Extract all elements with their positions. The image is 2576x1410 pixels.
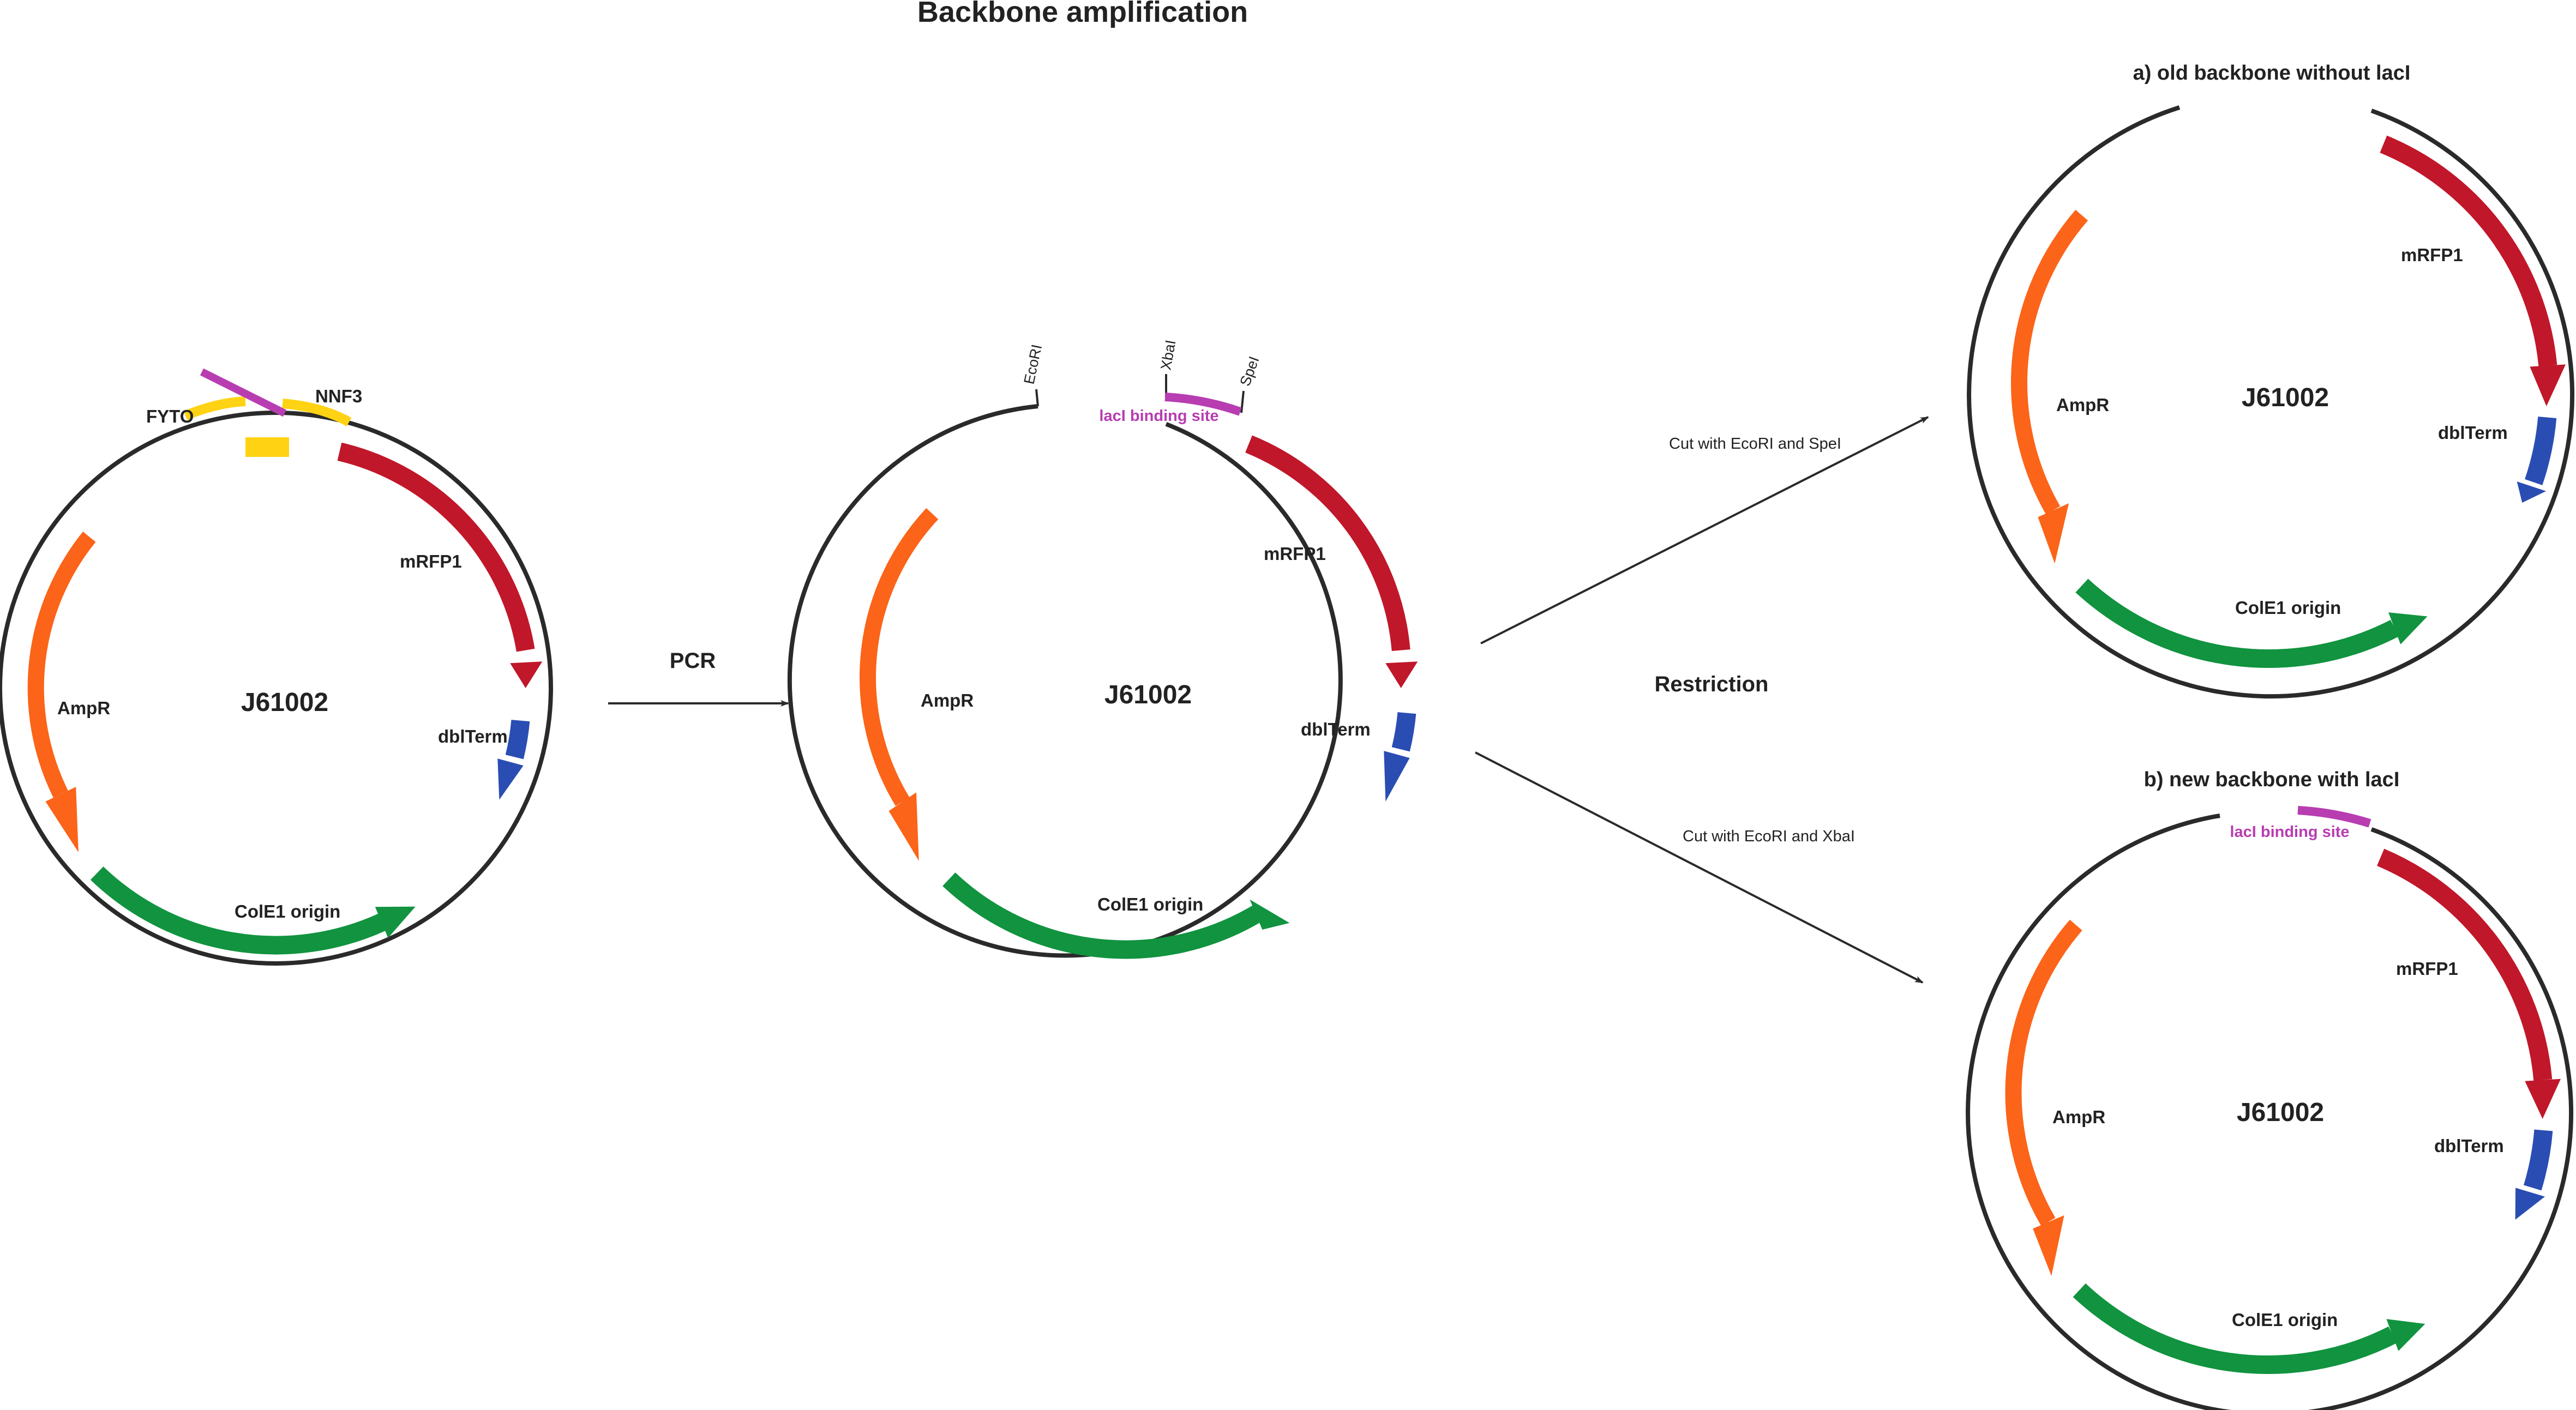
cole1-label: ColE1 origin	[2235, 598, 2341, 618]
ampr-arrowhead	[2038, 503, 2069, 564]
lacI-binding-site	[2297, 806, 2371, 828]
plasmid-original: FYTO NNF3 J61002 mRFP1 dblTerm ColE1 ori…	[0, 368, 553, 966]
dblterm-arrowhead	[1384, 751, 1410, 802]
lacI-site-label: lacI binding site	[1099, 407, 1218, 425]
dblterm-arrowhead	[497, 758, 524, 800]
cole1-label: ColE1 origin	[235, 901, 340, 921]
diagram-title: Backbone amplification	[917, 0, 1248, 28]
cole1-arrowhead	[2388, 612, 2428, 644]
plasmid-amplified: EcoRI XbaI SpeI lacI binding site J61002…	[787, 339, 1418, 959]
gene-arrows	[27, 442, 543, 955]
primers	[183, 368, 352, 457]
plasmid-name: J61002	[1104, 680, 1192, 709]
plasmid-old-backbone: a) old backbone without lacI J61002 mRFP…	[1967, 62, 2575, 699]
heading-old-backbone: a) old backbone without lacI	[2133, 62, 2411, 85]
ampr-arrow	[860, 508, 939, 806]
pcr-label: PCR	[670, 649, 716, 673]
arrow-to-a	[1480, 416, 1929, 644]
plasmid-new-backbone: b) new backbone with lacI lacI binding s…	[1966, 768, 2574, 1410]
primer-nnf3	[282, 399, 352, 426]
cole1-arrow	[2075, 579, 2399, 668]
primer-nnf3-label: NNF3	[315, 386, 362, 406]
gene-arrows	[860, 435, 1418, 959]
dblterm-label: dblTerm	[2434, 1136, 2504, 1156]
mrfp1-label: mRFP1	[1264, 544, 1326, 564]
cole1-arrow	[942, 872, 1262, 959]
lacI-site-label: lacI binding site	[2230, 823, 2349, 841]
lacI-binding-site	[1164, 393, 1242, 416]
cole1-arrowhead	[375, 906, 416, 938]
cole1-arrow	[90, 866, 387, 955]
ampr-arrow	[2011, 209, 2088, 515]
plasmid-name: J61002	[241, 688, 328, 717]
mrfp1-arrowhead	[1385, 661, 1418, 688]
ampr-label: AmpR	[921, 690, 974, 710]
spei-label: SpeI	[1236, 354, 1262, 388]
ampr-arrowhead	[45, 787, 79, 852]
lacI-overhang	[200, 368, 287, 417]
dblterm-label: dblTerm	[438, 726, 508, 746]
plasmid-ring-open	[1967, 105, 2575, 699]
cut-xbai-label: Cut with EcoRI and XbaI	[1683, 828, 1855, 845]
plasmid-name: J61002	[2237, 1098, 2324, 1127]
cole1-arrowhead	[2386, 1319, 2425, 1351]
pcr-step: PCR	[608, 649, 789, 707]
mrfp1-arrow	[1245, 435, 1410, 652]
dblterm-arrow	[1391, 712, 1416, 752]
dblterm-arrow	[2523, 1129, 2553, 1191]
restriction-step: Cut with EcoRI and SpeI Restriction Cut …	[1475, 416, 1929, 984]
cut-spei-label: Cut with EcoRI and SpeI	[1669, 435, 1841, 453]
ampr-label: AmpR	[2052, 1107, 2105, 1127]
arrow-to-b	[1475, 751, 1924, 984]
ampr-arrowhead	[888, 792, 919, 861]
primer-fyto-label: FYTO	[146, 406, 194, 426]
ampr-arrow	[2005, 919, 2082, 1226]
mrfp1-arrowhead	[2525, 1078, 2561, 1119]
plasmid-ring-open	[1966, 814, 2574, 1410]
plasmid-ring-open	[787, 404, 1343, 958]
mrfp1-arrowhead	[510, 661, 543, 688]
mrfp1-arrowhead	[2530, 364, 2566, 406]
primer-annealed	[245, 437, 289, 457]
ecori-label: EcoRI	[1021, 343, 1046, 385]
ampr-label: AmpR	[2056, 395, 2109, 415]
mrfp1-label: mRFP1	[2401, 245, 2463, 265]
dblterm-arrow	[2525, 416, 2557, 485]
gene-arrows	[2011, 135, 2566, 668]
restriction-label: Restriction	[1655, 672, 1769, 696]
dblterm-arrow	[505, 719, 530, 760]
ampr-arrowhead	[2033, 1215, 2064, 1276]
plasmid-name: J61002	[2242, 383, 2329, 412]
cole1-arrowhead	[1250, 899, 1290, 930]
cole1-arrow	[2073, 1283, 2397, 1374]
mrfp1-label: mRFP1	[2396, 959, 2458, 979]
dblterm-label: dblTerm	[1301, 719, 1371, 739]
mrfp1-arrow	[2377, 848, 2553, 1081]
dblterm-arrowhead	[2515, 1188, 2545, 1220]
ecori-tick	[1035, 389, 1039, 407]
mrfp1-label: mRFP1	[400, 551, 462, 571]
ampr-arrow	[27, 532, 96, 798]
mrfp1-arrow	[2380, 135, 2557, 367]
heading-new-backbone: b) new backbone with lacI	[2144, 768, 2400, 791]
mrfp1-arrow	[337, 442, 535, 652]
dblterm-label: dblTerm	[2438, 423, 2508, 443]
primer-fyto	[183, 396, 246, 420]
ampr-label: AmpR	[57, 698, 110, 718]
cole1-label: ColE1 origin	[1097, 894, 1203, 914]
dblterm-arrowhead	[2517, 481, 2547, 503]
xbai-label: XbaI	[1157, 339, 1179, 371]
cole1-label: ColE1 origin	[2232, 1310, 2338, 1330]
gene-arrows	[2005, 848, 2561, 1374]
restriction-sites: EcoRI XbaI SpeI	[1021, 339, 1263, 413]
spei-tick	[1240, 390, 1245, 413]
